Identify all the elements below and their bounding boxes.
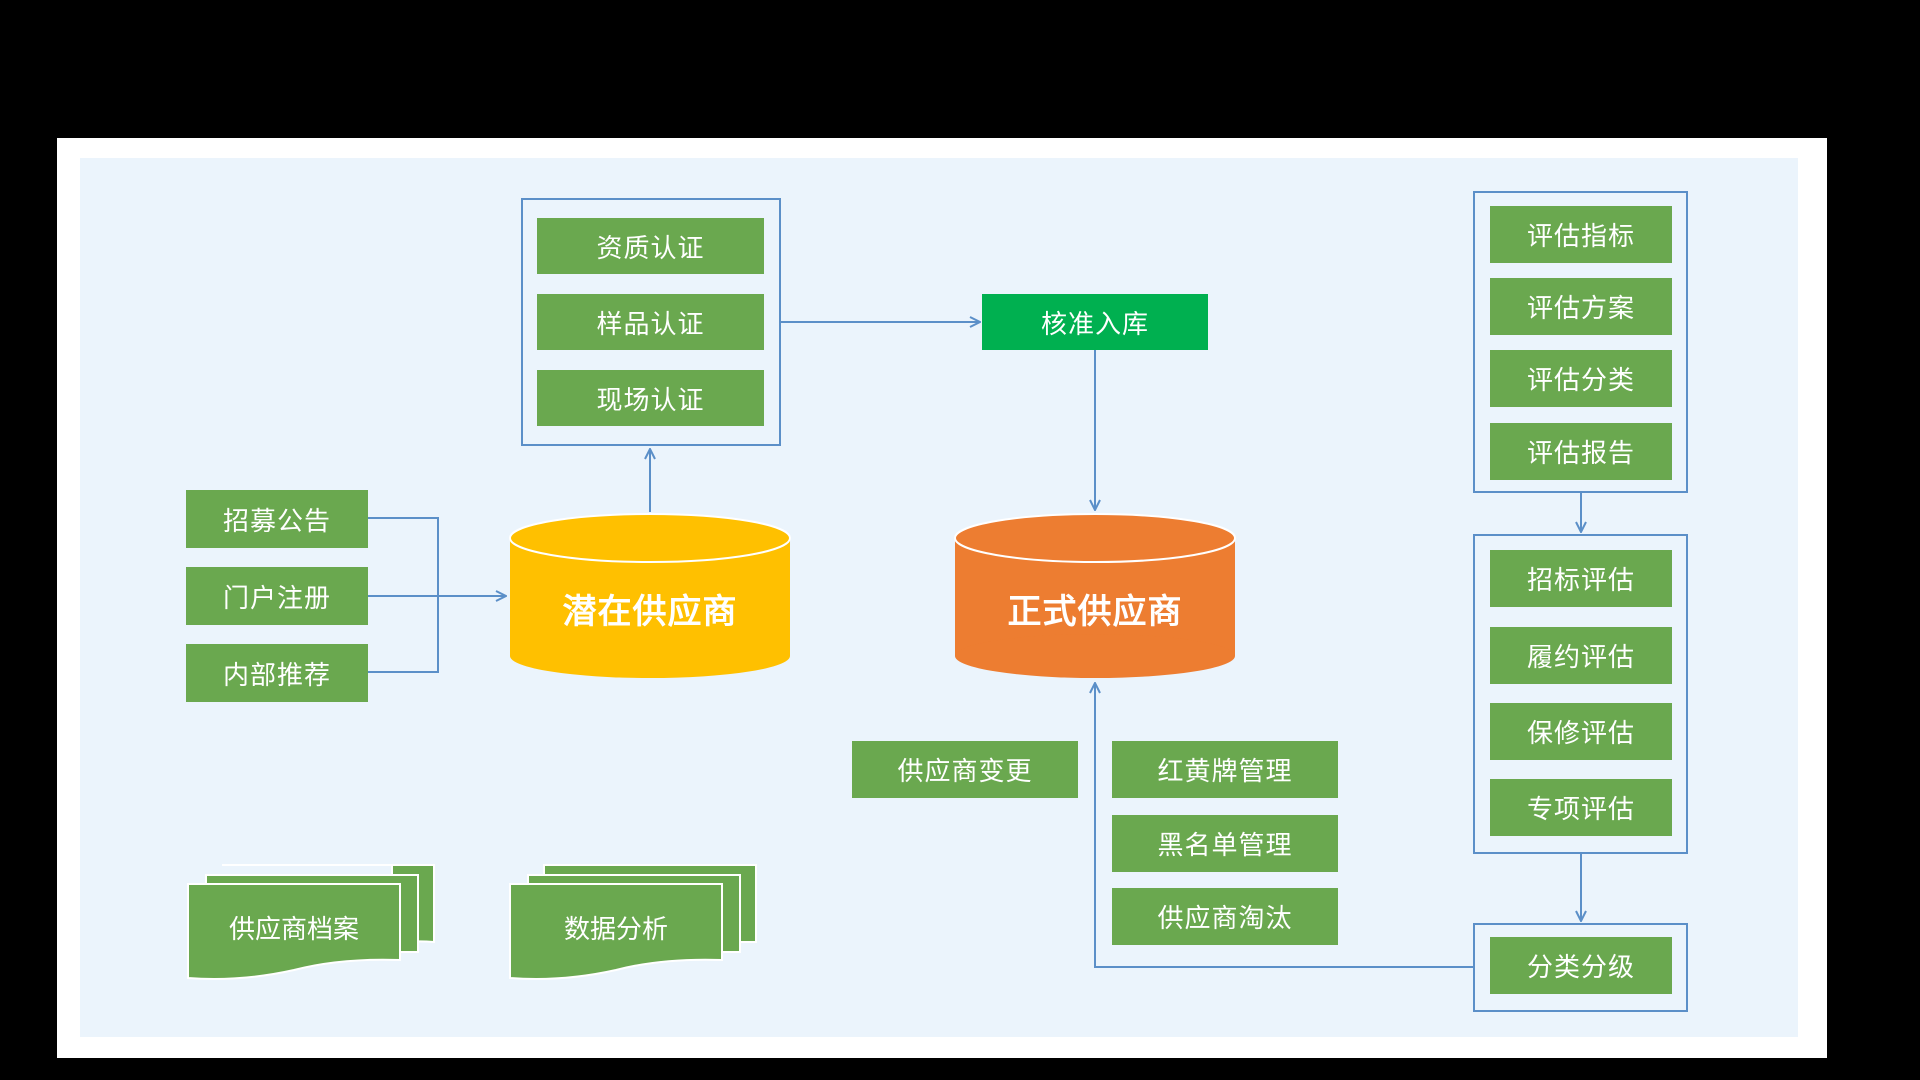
supplier-change-box[interactable]: 供应商变更 (852, 741, 1078, 798)
formal-supplier-label: 正式供应商 (1007, 591, 1183, 632)
formal-supplier-cylinder (954, 513, 1236, 678)
evaluation-report-box[interactable]: 评估报告 (1490, 423, 1672, 480)
red-yellow-card-box[interactable]: 红黄牌管理 (1112, 741, 1338, 798)
classification-grading-box[interactable]: 分类分级 (1490, 937, 1672, 994)
approve-storage-box[interactable]: 核准入库 (982, 294, 1208, 350)
data-analysis-label[interactable]: 数据分析 (563, 914, 668, 945)
connector-lines (368, 322, 1581, 968)
supplier-archive-document-shape (187, 864, 435, 980)
evaluations-group (1473, 534, 1688, 854)
evaluation-index-box[interactable]: 评估指标 (1490, 206, 1672, 263)
warranty-evaluation-box[interactable]: 保修评估 (1490, 703, 1672, 760)
special-evaluation-box[interactable]: 专项评估 (1490, 779, 1672, 836)
certification-group (521, 198, 781, 446)
onsite-cert-box[interactable]: 现场认证 (537, 370, 764, 426)
evaluation-category-box[interactable]: 评估分类 (1490, 350, 1672, 407)
recruitment-notice-box[interactable]: 招募公告 (186, 490, 368, 548)
blacklist-box[interactable]: 黑名单管理 (1112, 815, 1338, 872)
qualification-cert-box[interactable]: 资质认证 (537, 218, 764, 274)
evaluation-plan-box[interactable]: 评估方案 (1490, 278, 1672, 335)
evaluation-setup-group (1473, 191, 1688, 493)
potential-supplier-cylinder (509, 513, 791, 678)
supplier-archive-label[interactable]: 供应商档案 (228, 914, 359, 945)
supplier-elimination-box[interactable]: 供应商淘汰 (1112, 888, 1338, 945)
performance-evaluation-box[interactable]: 履约评估 (1490, 627, 1672, 684)
data-analysis-document-shape (509, 864, 757, 980)
tender-evaluation-box[interactable]: 招标评估 (1490, 550, 1672, 607)
classify-group (1473, 923, 1688, 1012)
internal-recommendation-box[interactable]: 内部推荐 (186, 644, 368, 702)
potential-supplier-label: 潜在供应商 (562, 591, 738, 632)
portal-registration-box[interactable]: 门户注册 (186, 567, 368, 625)
sample-cert-box[interactable]: 样品认证 (537, 294, 764, 350)
